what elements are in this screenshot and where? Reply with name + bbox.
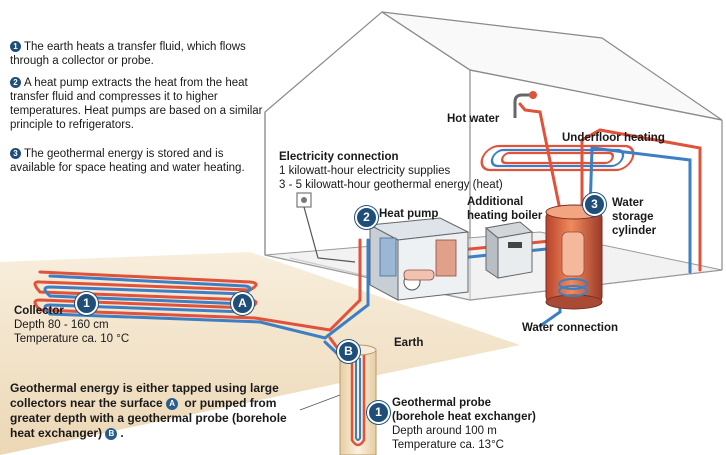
probe-title-line-1: Geothermal probe: [392, 397, 492, 409]
note-3-marker: 3: [10, 148, 21, 159]
additional-boiler-unit: [484, 221, 534, 279]
probe-temperature: Temperature ca. 13°C: [392, 439, 504, 451]
electricity-socket: [296, 192, 356, 263]
heat-pump-label: Heat pump: [379, 208, 439, 220]
probe-depth: Depth around 100 m: [392, 425, 497, 437]
hot-water-tap: [513, 91, 537, 118]
footer-marker-a: A: [166, 398, 179, 410]
badge-1-collector: 1: [75, 292, 98, 315]
badge-a-collector: A: [231, 292, 254, 315]
cylinder-label-line-1: Water: [612, 197, 644, 209]
footer-text-3: .: [120, 426, 124, 440]
boiler-label-line-1: Additional: [467, 196, 524, 208]
note-1-marker: 1: [10, 41, 21, 52]
note-1-text: The earth heats a transfer fluid, which …: [10, 41, 246, 67]
collector-title: Collector: [14, 305, 64, 317]
footer-marker-b: B: [105, 428, 118, 440]
earth-label: Earth: [394, 337, 424, 349]
note-2-text: A heat pump extracts the heat from the h…: [10, 77, 263, 131]
collector-temperature: Temperature ca. 10 °C: [14, 333, 130, 345]
footer-text-2: or pumped from greater depth with a geot…: [10, 396, 287, 440]
cylinder-label-line-3: cylinder: [612, 225, 657, 237]
footer-text-1: Geothermal energy is either tapped using…: [10, 381, 279, 410]
electricity-line-1: 1 kilowatt-hour electricity supplies: [279, 165, 451, 177]
electricity-title: Electricity connection: [279, 151, 399, 163]
hot-water-label: Hot water: [447, 113, 500, 125]
collector-loops: [33, 270, 262, 324]
water-connection-label: Water connection: [522, 322, 619, 334]
probe-title-line-2: (borehole heat exchanger): [392, 411, 536, 423]
badge-1-probe: 1: [367, 401, 390, 424]
badge-b-probe: B: [337, 340, 360, 363]
badge-2-heat-pump: 2: [355, 206, 378, 229]
heat-pump-unit: [368, 217, 470, 301]
note-2-marker: 2: [10, 77, 21, 88]
note-3-text: The geothermal energy is stored and is a…: [10, 148, 245, 174]
water-storage-cylinder: [545, 204, 603, 310]
cylinder-label-line-2: storage: [612, 211, 654, 223]
electricity-line-2: 3 - 5 kilowatt-hour geothermal energy (h…: [279, 179, 503, 191]
footer-caption: Geothermal energy is either tapped using…: [10, 381, 310, 441]
badge-3-cylinder: 3: [583, 193, 606, 216]
collector-depth: Depth 80 - 160 cm: [14, 319, 109, 331]
underfloor-heating-label: Underfloor heating: [562, 132, 665, 144]
boiler-label-line-2: heating boiler: [467, 210, 543, 222]
